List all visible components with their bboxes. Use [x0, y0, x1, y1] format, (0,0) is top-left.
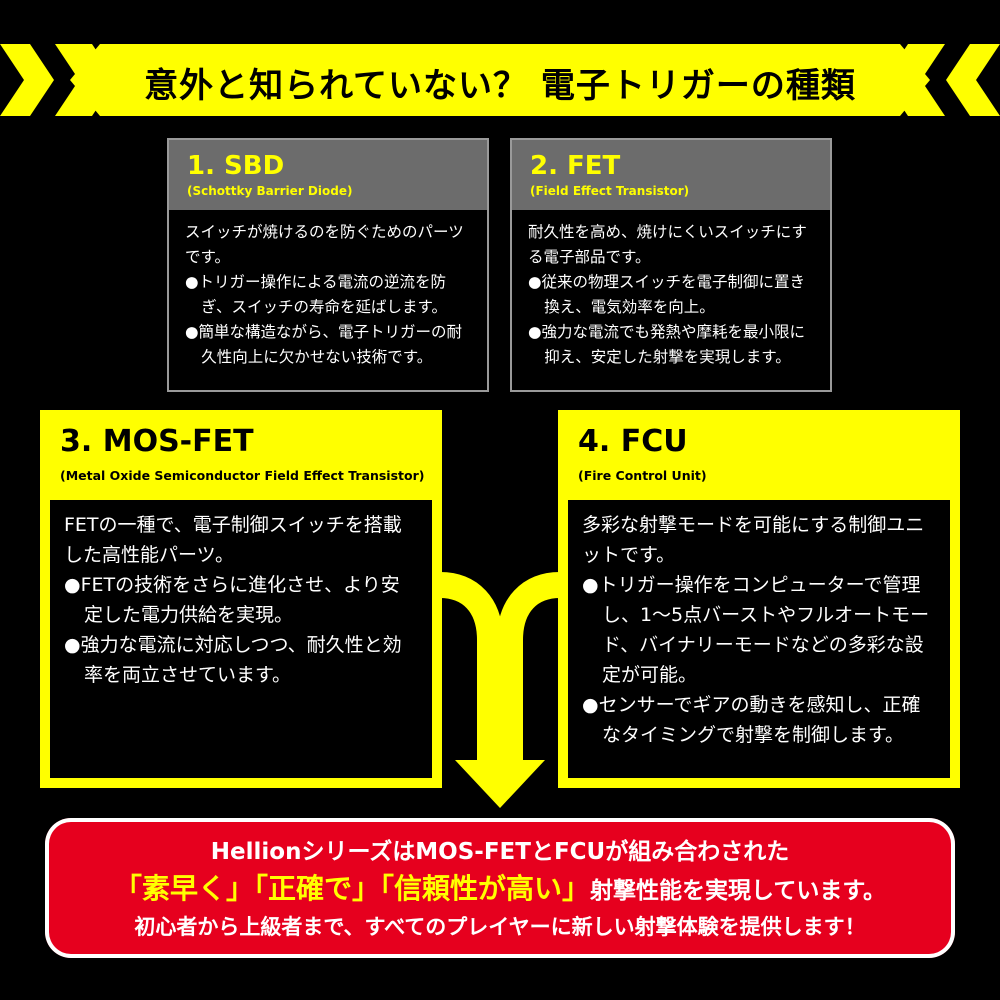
summary-line-3: 初心者から上級者まで、すべてのプレイヤーに新しい射撃体験を提供します！	[134, 915, 866, 939]
card-mosfet: 3. MOS-FET (Metal Oxide Semiconductor Fi…	[40, 410, 442, 788]
card-mosfet-subtitle: (Metal Oxide Semiconductor Field Effect …	[60, 468, 425, 483]
card-mosfet-title: 3. MOS-FET	[60, 424, 254, 459]
card-mosfet-bullet-1: ●FETの技術をさらに進化させ、より安定した電力供給を実現。	[64, 574, 400, 626]
card-fcu-lead: 多彩な射撃モードを可能にする制御ユニットです。	[582, 514, 925, 566]
summary-line-1: HellionシリーズはMOS-FETとFCUが組み合わされた	[210, 839, 790, 865]
card-sbd-header: 1. SBD (Schottky Barrier Diode)	[169, 140, 487, 210]
card-fcu-bullet-1: ●トリガー操作をコンピューターで管理し、1～5点バーストやフルオートモード、バイ…	[582, 574, 930, 686]
card-fcu: 4. FCU (Fire Control Unit) 多彩な射撃モードを可能にす…	[558, 410, 960, 788]
card-fet-body: 耐久性を高め、焼けにくいスイッチにする電子部品です。 ●従来の物理スイッチを電子…	[512, 210, 830, 380]
summary-highlight-fast: 「素早く」	[113, 872, 254, 905]
card-fet-bullet-2: ●強力な電流でも発熱や摩耗を最小限に抑え、安定した射撃を実現します。	[528, 323, 806, 366]
card-sbd-subtitle: (Schottky Barrier Diode)	[187, 184, 353, 198]
card-mosfet-lead: FETの一種で、電子制御スイッチを搭載した高性能パーツ。	[64, 514, 402, 566]
title-banner	[0, 44, 1000, 116]
card-fet-subtitle: (Field Effect Transistor)	[530, 184, 690, 198]
summary-highlight-reliable: 「信頼性が高い」	[380, 872, 591, 905]
card-fet-lead: 耐久性を高め、焼けにくいスイッチにする電子部品です。	[528, 223, 807, 266]
card-fcu-body: 多彩な射撃モードを可能にする制御ユニットです。 ●トリガー操作をコンピューターで…	[568, 500, 950, 778]
summary-line-2-tail: 射撃性能を実現しています。	[590, 878, 887, 904]
summary-highlight-accurate: 「正確で」	[253, 872, 380, 905]
card-sbd-bullet-1: ●トリガー操作による電流の逆流を防ぎ、スイッチの寿命を延ばします。	[185, 273, 447, 316]
card-mosfet-body: FETの一種で、電子制御スイッチを搭載した高性能パーツ。 ●FETの技術をさらに…	[50, 500, 432, 778]
card-fet-bullet-1: ●従来の物理スイッチを電子制御に置き換え、電気効率を向上。	[528, 273, 806, 316]
card-sbd-body: スイッチが焼けるのを防ぐためのパーツです。 ●トリガー操作による電流の逆流を防ぎ…	[169, 210, 487, 380]
card-mosfet-bullet-2: ●強力な電流に対応しつつ、耐久性と効率を両立させています。	[64, 634, 402, 686]
summary-callout: HellionシリーズはMOS-FETとFCUが組み合わされた 「素早く」「正確…	[45, 818, 955, 958]
card-sbd-lead: スイッチが焼けるのを防ぐためのパーツです。	[185, 223, 464, 266]
card-fet-title: 2. FET	[530, 151, 621, 181]
card-fcu-bullet-2: ●センサーでギアの動きを感知し、正確なタイミングで射撃を制御します。	[582, 694, 921, 746]
card-fet-header: 2. FET (Field Effect Transistor)	[512, 140, 830, 210]
card-fet: 2. FET (Field Effect Transistor) 耐久性を高め、…	[510, 138, 832, 392]
card-sbd-title: 1. SBD	[187, 151, 285, 181]
card-sbd: 1. SBD (Schottky Barrier Diode) スイッチが焼ける…	[167, 138, 489, 392]
card-fcu-subtitle: (Fire Control Unit)	[578, 468, 707, 483]
banner-title: 意外と知られていない？ 電子トリガーの種類	[144, 65, 856, 106]
summary-line-2: 「素早く」「正確で」「信頼性が高い」射撃性能を実現しています。	[45, 870, 955, 910]
card-sbd-bullet-2: ●簡単な構造ながら、電子トリガーの耐久性向上に欠かせない技術です。	[185, 323, 463, 366]
card-fcu-title: 4. FCU	[578, 424, 688, 459]
card-fcu-header: 4. FCU (Fire Control Unit)	[558, 410, 960, 494]
card-mosfet-header: 3. MOS-FET (Metal Oxide Semiconductor Fi…	[40, 410, 442, 494]
